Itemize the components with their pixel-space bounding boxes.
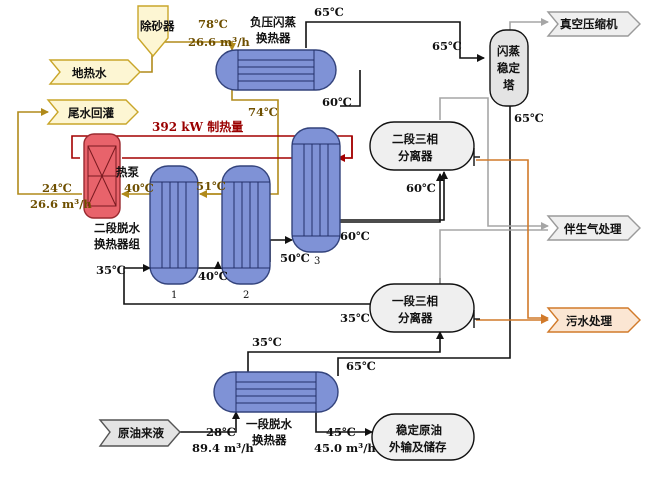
vacuum-compressor-tag: 真空压缩机 [546,11,641,37]
temp-hx3-60: 60℃ [340,229,370,243]
temp-geo-mid: 74℃ [248,105,278,119]
crude-inflow-tag: 原油来液 [98,419,181,447]
temp-left-35: 35℃ [96,263,126,277]
geothermal-water-tag: 地热水 [48,59,141,85]
hx-number-1: 1 [171,290,177,301]
temp-geo-51: 51℃ [196,179,226,193]
stage1-hx-label-2: 换热器 [252,433,287,447]
vacuum-compressor-label: 真空压缩机 [560,17,618,31]
temp-hx1-35: 35℃ [252,335,282,349]
sep2-label-2: 分离器 [398,149,433,163]
process-lines [123,21,511,436]
temp-pump-40: 40℃ [124,181,154,195]
hx-number-2: 2 [243,290,249,301]
temp-flash-top: 65℃ [314,5,344,19]
flash-tower: 闪蒸 稳定 塔 [489,29,529,107]
temp-sep2-60: 60℃ [406,181,436,195]
sand-remover: 除砂器 [137,5,175,58]
sewage-tag: 污水处理 [546,307,641,333]
hx-number-3: 3 [314,256,320,267]
geothermal-water-label: 地热水 [72,66,107,80]
flash-hx-label-2: 换热器 [256,31,291,45]
storage-tank: 稳定原油 外输及储存 [371,413,475,461]
temp-tower-in: 65℃ [432,39,462,53]
sand-remover-label: 除砂器 [140,19,175,33]
gas-lines [439,18,549,290]
heat-pump: 热泵 [83,133,139,219]
assoc-gas-label: 伴生气处理 [563,222,622,236]
flash-tower-label-1: 闪蒸 [497,44,520,58]
flow-out: 45.0 m³/h [314,441,376,455]
stage1-heat-exchanger: 一段脱水 换热器 [213,371,339,447]
tailwater-label: 尾水回灌 [67,106,114,120]
stage2-hx-3: 3 [291,127,341,267]
temp-sep1-35: 35℃ [340,311,370,325]
flash-tower-label-3: 塔 [503,78,515,92]
temp-geo-in: 78℃ [198,17,228,31]
separator-1: 一段三相 分离器 [369,283,480,333]
assoc-gas-tag: 伴生气处理 [546,215,641,241]
crude-inflow-label: 原油来液 [118,426,164,440]
temp-tower-out: 65℃ [514,111,544,125]
stage2-hx-label-2: 换热器组 [94,237,140,251]
sep2-label-1: 二段三相 [392,132,438,146]
flow-tail: 26.6 m³/h [30,197,92,211]
temp-out-45: 45℃ [326,425,356,439]
sep1-label-1: 一段三相 [392,294,438,308]
storage-label-2: 外输及储存 [388,440,447,454]
separator-2: 二段三相 分离器 [369,121,480,171]
temperature-labels: 78℃ 26.6 m³/h 65℃ 65℃ 60℃ 74℃ 65℃ 51℃ 40… [30,5,544,455]
sep1-label-2: 分离器 [398,311,433,325]
temp-tail-24: 24℃ [42,181,72,195]
stage2-hx-2: 2 [221,165,271,301]
sewage-label: 污水处理 [566,314,612,328]
temp-hx-40: 40℃ [198,269,228,283]
sewage-lines [476,159,549,324]
flash-heat-exchanger: 负压闪蒸 换热器 [215,15,337,91]
temp-50: 50℃ [280,251,310,265]
stage2-hx-1: 1 [149,165,199,301]
stage1-hx-label-1: 一段脱水 [246,417,292,431]
flash-tower-label-2: 稳定 [497,61,520,75]
temp-low-65: 65℃ [346,359,376,373]
heat-capacity-label: 392 kW 制热量 [152,119,243,134]
flow-geo: 26.6 m³/h [188,35,250,49]
heat-pump-label: 热泵 [116,165,139,179]
stage2-hx-label-1: 二段脱水 [94,221,140,235]
flow-crude: 89.4 m³/h [192,441,254,455]
storage-label-1: 稳定原油 [396,423,442,437]
temp-crude-28: 28℃ [206,425,236,439]
temp-flash-hx-out: 60℃ [322,95,352,109]
tailwater-tag: 尾水回灌 [46,99,139,125]
flash-hx-label-1: 负压闪蒸 [250,15,296,29]
